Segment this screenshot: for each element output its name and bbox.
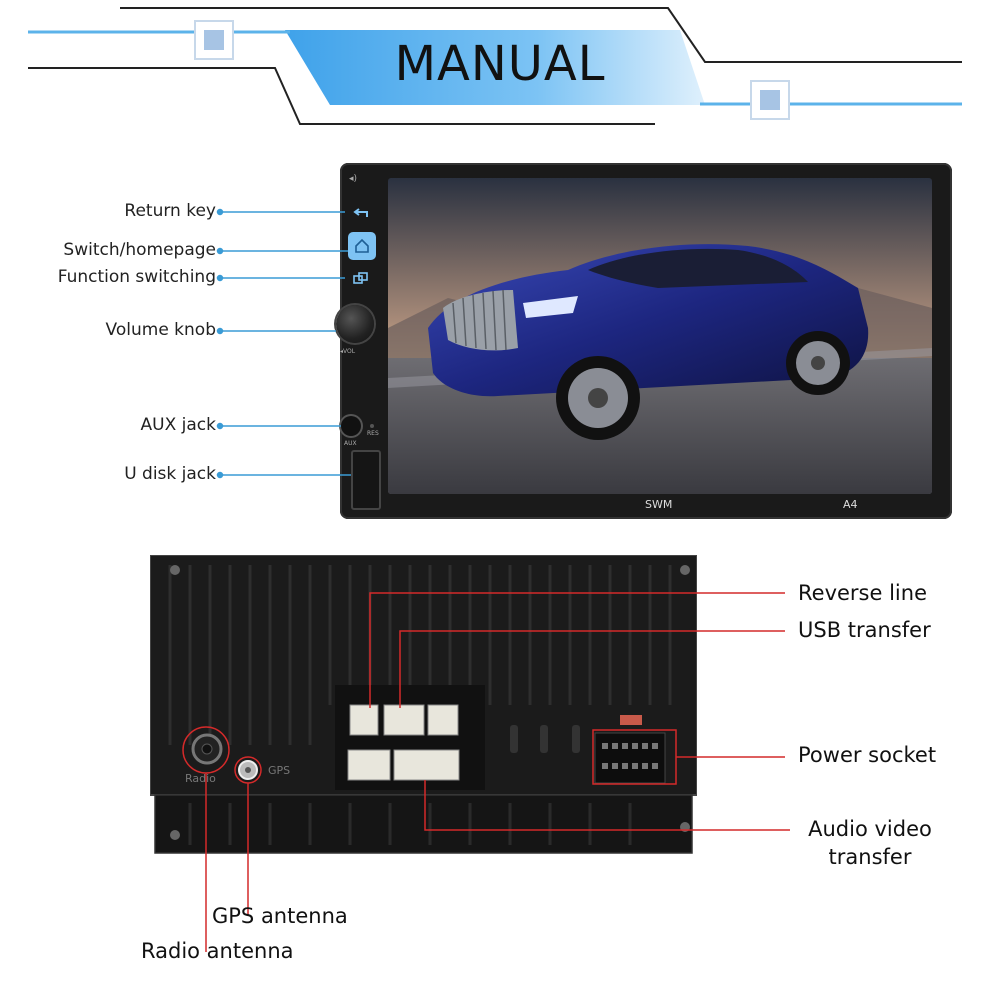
banner-square-right-inner <box>760 90 780 110</box>
function-switch-button[interactable] <box>348 270 374 286</box>
label-radio-antenna: Radio antenna <box>141 939 294 963</box>
label-switch-homepage: Switch/homepage <box>63 240 216 260</box>
label-gps-antenna: GPS antenna <box>212 904 348 928</box>
gps-port-label: GPS <box>268 764 291 777</box>
header-banner <box>28 7 962 125</box>
label-power-socket: Power socket <box>798 743 937 767</box>
label-usb-transfer: USB transfer <box>798 618 931 642</box>
label-volume-knob: Volume knob <box>105 320 216 340</box>
head-unit-rear <box>150 555 697 854</box>
home-icon <box>355 238 369 253</box>
res-button[interactable] <box>370 424 374 428</box>
banner-square-left-inner <box>204 30 224 50</box>
res-label: RES <box>367 430 379 437</box>
label-u-disk-jack: U disk jack <box>124 464 216 484</box>
heatsink-fins <box>168 565 672 745</box>
aux-port-label: AUX <box>344 440 357 447</box>
vol-label: ◂VOL <box>340 348 356 355</box>
connector-white <box>347 704 460 781</box>
u-disk-jack[interactable] <box>351 450 381 510</box>
model-label: A4 <box>843 498 858 511</box>
label-reverse-line: Reverse line <box>798 581 927 605</box>
banner-shape <box>285 30 705 105</box>
return-key-button[interactable] <box>348 206 374 222</box>
radio-port-label: Radio <box>185 772 216 785</box>
car-grille <box>443 290 518 351</box>
banner-square-left <box>194 20 234 60</box>
label-audio-video-line1: Audio video <box>808 817 932 841</box>
label-return-key: Return key <box>124 201 216 221</box>
brand-label: SWM <box>645 498 673 511</box>
aux-jack[interactable] <box>341 416 361 436</box>
label-function-switching: Function switching <box>57 267 216 287</box>
mic-icon: ◂) <box>349 174 358 184</box>
volume-knob[interactable] <box>336 305 374 343</box>
display-screen <box>388 178 932 494</box>
page-title: MANUAL <box>394 36 606 92</box>
function-switch-icon <box>353 272 368 284</box>
home-button[interactable] <box>348 232 376 260</box>
power-socket <box>594 732 666 784</box>
label-aux-jack: AUX jack <box>140 415 216 435</box>
label-audio-video-line2: transfer <box>828 845 912 869</box>
